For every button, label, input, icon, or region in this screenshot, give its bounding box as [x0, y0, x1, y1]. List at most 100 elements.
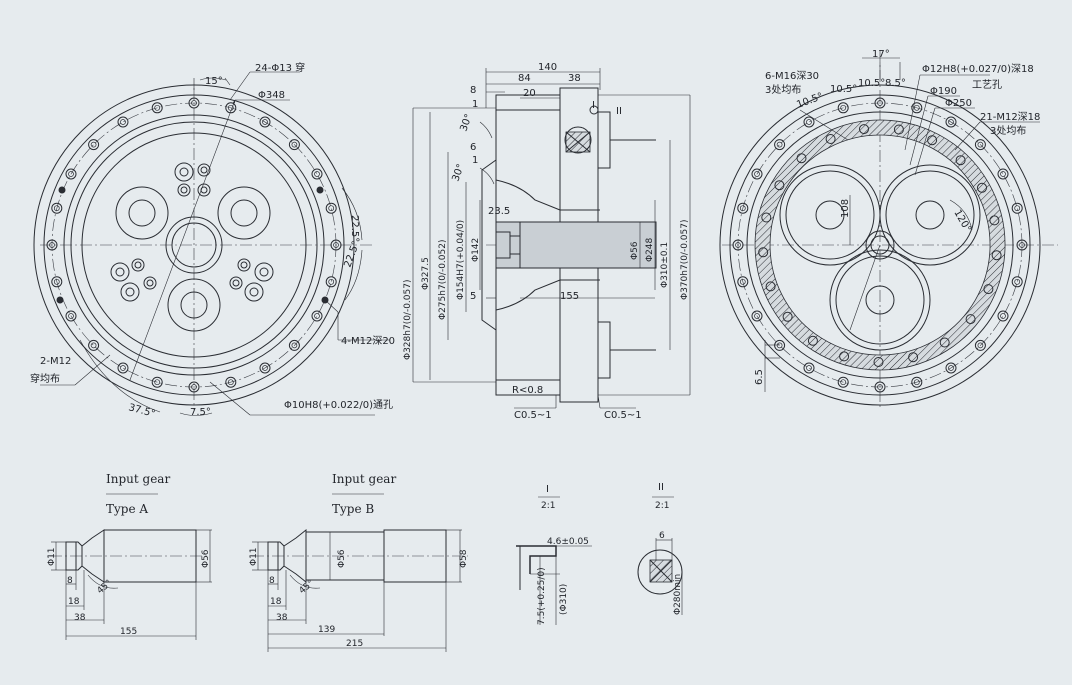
bolt-hole: [1011, 276, 1023, 288]
bolt-hole: [732, 239, 744, 251]
pin-hole-label: Φ10H8(+0.022/0)通孔: [284, 399, 393, 411]
bolt-hole-inner: [806, 119, 812, 125]
bolt-hole: [225, 376, 237, 388]
c05-a-label: C0.5~1: [514, 410, 552, 421]
bolt-hole-inner: [776, 342, 783, 349]
section-mark-II: II: [616, 106, 622, 117]
bolt-hole: [311, 310, 323, 322]
bolt-hole: [51, 202, 63, 214]
type-b-d38: 38: [276, 613, 288, 623]
bolt-hole: [117, 362, 129, 374]
bolt-hole: [325, 202, 337, 214]
tap-holes-label: 4-M12深20: [341, 335, 395, 347]
bolt-hole: [911, 376, 923, 388]
bolt-hole: [945, 116, 957, 128]
section-mark-I: I: [592, 100, 595, 111]
bolt-hole: [803, 116, 815, 128]
type-b-d11: Φ11: [249, 547, 259, 566]
bolt-hole-inner: [977, 342, 984, 349]
bolt-hole: [859, 124, 869, 135]
bolt-hole: [908, 352, 919, 363]
bolt-hole-inner: [191, 384, 197, 390]
dim-155: 155: [560, 291, 579, 302]
bolt-hole: [88, 139, 100, 151]
bolt-hole: [911, 102, 923, 114]
bolt-hole: [65, 168, 77, 180]
bolt-hole: [758, 247, 769, 258]
angle-8-5: 8.5°: [885, 78, 906, 89]
outer-bolt-holes-right: [732, 97, 1028, 393]
angle-10-5-c: 10.5°: [858, 78, 885, 89]
angle-7-5-label: 7.5°: [190, 407, 211, 418]
r08-label: R<0.8: [512, 385, 543, 396]
input-gear-type-a: Input gear Type A Φ11 Φ56 8 18 45° 38 15…: [47, 472, 212, 640]
bolt-hole: [782, 311, 793, 322]
detail-I-d310: (Φ310): [559, 584, 569, 615]
m12-label-2: 穿均布: [30, 372, 60, 385]
m16-taps-1: 6-M16深30: [765, 70, 819, 82]
type-b-d139: 139: [318, 625, 335, 635]
bolt-hole-inner: [1014, 205, 1021, 212]
type-a-label: Type A: [106, 502, 148, 516]
angle-37-5-label: 37.5°: [127, 402, 156, 420]
angle-120: 120°: [951, 208, 973, 234]
angle-10-5-b: 10.5°: [830, 84, 857, 95]
bolt-hole: [288, 339, 300, 351]
type-a-a45: 45°: [96, 578, 115, 596]
front-view-left: 24-Φ13 穿 Φ348 15° 22.5° 22.5° 4-M12深20 2…: [30, 61, 395, 420]
bolt-hole-inner: [154, 104, 161, 111]
dim-1b: 1: [472, 155, 478, 166]
type-b-d18: 18: [270, 597, 282, 607]
bolt-hole: [991, 250, 1002, 261]
bolt-hole-inner: [291, 141, 298, 148]
bolt-hole: [51, 276, 63, 288]
bolt-hole: [874, 381, 886, 393]
bolt-hole-inner: [840, 379, 847, 386]
dia-328: Φ328h7(0/-0.057): [403, 280, 413, 361]
bolt-hole: [974, 339, 986, 351]
bolt-hole-inner: [977, 141, 984, 148]
bolt-hole-inner: [913, 104, 920, 111]
outer-holes-label: 24-Φ13 穿: [255, 61, 305, 74]
bolt-hole: [997, 168, 1009, 180]
bolt-hole: [151, 376, 163, 388]
bolt-hole: [88, 339, 100, 351]
bolt-hole: [259, 116, 271, 128]
dia-250: Φ250: [945, 98, 972, 109]
dim-6: 6: [470, 142, 476, 153]
dim-23-5: 23.5: [488, 206, 510, 217]
dim-84: 84: [518, 73, 531, 84]
bolt-hole: [837, 376, 849, 388]
bolt-hole-inner: [735, 242, 741, 248]
bolt-hole: [774, 339, 786, 351]
dim-30b: 30°: [450, 163, 466, 183]
dim-8: 8: [470, 85, 476, 96]
type-b-d56: Φ56: [337, 549, 347, 568]
bolt-hole-inner: [840, 104, 847, 111]
bolt-hole: [837, 102, 849, 114]
bolt-hole-inner: [53, 278, 60, 285]
inner-tap-holes-right: [758, 124, 1002, 367]
input-gear-type-b: Input gear Type B Φ11 Φ56 Φ58 8 18 45°: [249, 472, 469, 652]
type-a-d8: 8: [67, 576, 73, 586]
process-hole-label: 工艺孔: [972, 79, 1002, 91]
bolt-hole: [807, 335, 818, 346]
bolt-hole: [225, 102, 237, 114]
bolt-hole-inner: [328, 278, 335, 285]
bolt-hole-inner: [120, 365, 126, 371]
dia-190: Φ190: [930, 86, 957, 97]
m12-label-1: 2-M12: [40, 356, 71, 367]
type-a-d11: Φ11: [47, 547, 57, 566]
bolt-hole: [1016, 239, 1028, 251]
c05-b-label: C0.5~1: [604, 410, 642, 421]
bolt-hole-inner: [328, 205, 335, 212]
bolt-hole-inner: [739, 278, 746, 285]
dim-6-5: 6.5: [754, 369, 765, 385]
dim-108: 108: [840, 199, 851, 218]
bolt-hole: [46, 239, 58, 251]
bolt-hole: [965, 314, 976, 325]
bolt-hole: [803, 362, 815, 374]
angle-22-5-b-label: 22.5°: [342, 240, 362, 269]
bolt-hole-inner: [877, 100, 883, 106]
